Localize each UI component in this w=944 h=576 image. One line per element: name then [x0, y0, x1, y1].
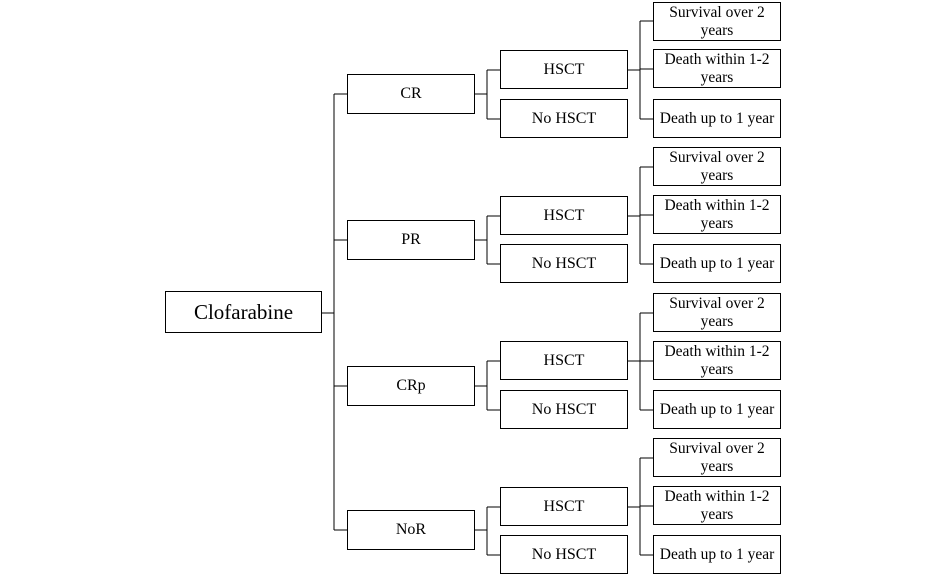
outcome-node-crp-death-1: Death up to 1 year [653, 390, 781, 429]
response-node-pr: PR [347, 220, 475, 260]
treatment-node-cr-hsct: HSCT [500, 50, 628, 89]
outcome-node-cr-death-1: Death up to 1 year [653, 99, 781, 138]
outcome-node-crp-death-1-2: Death within 1-2 years [653, 341, 781, 380]
outcome-node-cr-survival: Survival over 2 years [653, 2, 781, 41]
treatment-node-pr-no-hsct: No HSCT [500, 244, 628, 283]
outcome-node-cr-death-1-2: Death within 1-2 years [653, 49, 781, 88]
outcome-node-nor-survival: Survival over 2 years [653, 438, 781, 477]
outcome-node-pr-death-1-2: Death within 1-2 years [653, 195, 781, 234]
response-node-crp: CRp [347, 366, 475, 406]
root-node-clofarabine: Clofarabine [165, 291, 322, 333]
outcome-node-pr-survival: Survival over 2 years [653, 147, 781, 186]
response-node-cr: CR [347, 74, 475, 114]
outcome-node-nor-death-1: Death up to 1 year [653, 535, 781, 574]
outcome-node-nor-death-1-2: Death within 1-2 years [653, 486, 781, 525]
outcome-node-pr-death-1: Death up to 1 year [653, 244, 781, 283]
treatment-node-crp-no-hsct: No HSCT [500, 390, 628, 429]
treatment-node-crp-hsct: HSCT [500, 341, 628, 380]
treatment-node-pr-hsct: HSCT [500, 196, 628, 235]
response-node-nor: NoR [347, 510, 475, 550]
treatment-node-nor-no-hsct: No HSCT [500, 535, 628, 574]
treatment-node-cr-no-hsct: No HSCT [500, 99, 628, 138]
treatment-node-nor-hsct: HSCT [500, 487, 628, 526]
outcome-node-crp-survival: Survival over 2 years [653, 293, 781, 332]
